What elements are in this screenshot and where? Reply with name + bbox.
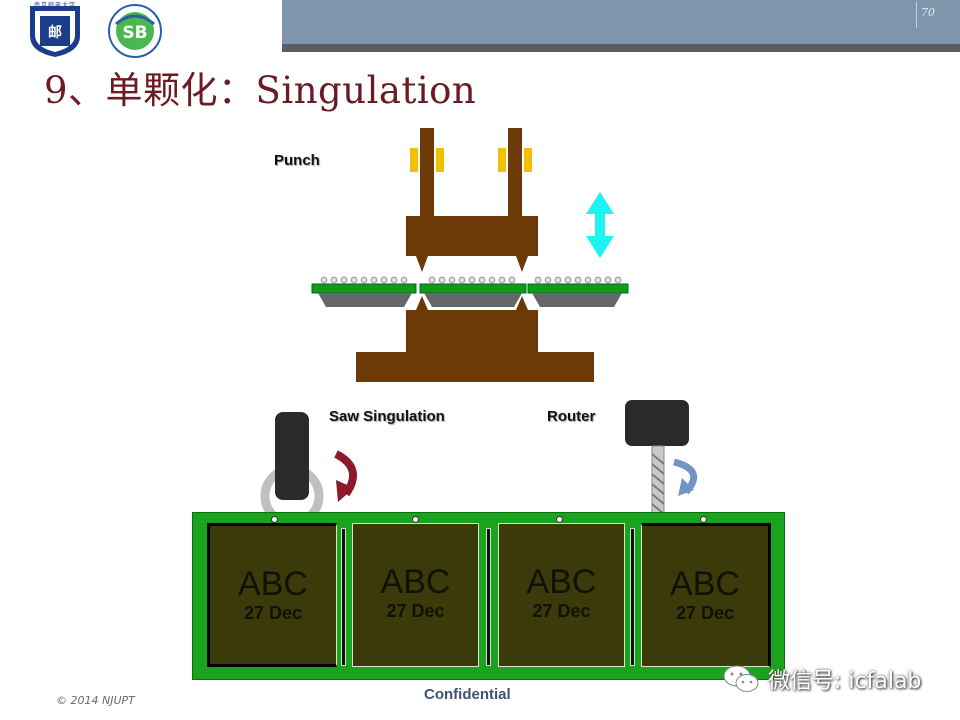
lower-die: [406, 296, 538, 352]
package-marking: ABC: [526, 563, 597, 601]
solder-balls: [320, 276, 622, 284]
alignment-hole: [412, 516, 419, 523]
slide-title: 9、单颗化：Singulation: [44, 69, 477, 112]
header-band: [282, 0, 960, 44]
svg-text:邮: 邮: [48, 24, 62, 41]
package-unit-3: ABC 27 Dec: [498, 523, 625, 667]
punch-label: Punch: [274, 152, 320, 169]
package-marking: ABC: [380, 563, 451, 601]
alignment-hole: [271, 516, 278, 523]
package-date-code: 27 Dec: [675, 603, 735, 623]
guide-left-a: [410, 148, 418, 172]
alignment-hole: [700, 516, 707, 523]
mold-right: [532, 293, 622, 307]
substrate-right: [527, 283, 629, 294]
package-date-code: 27 Dec: [532, 601, 591, 621]
wechat-watermark: 微信号: icfalab: [722, 660, 942, 698]
upper-punch-block: [406, 216, 538, 272]
router-label: Router: [547, 408, 596, 425]
header-shadow-bar: [282, 44, 960, 52]
wechat-icon: [723, 665, 759, 692]
wechat-id-text: 微信号: icfalab: [768, 669, 922, 694]
college-logo-letters: SB: [122, 23, 147, 43]
router-tool-icon: [625, 400, 698, 529]
substrate-center: [419, 283, 527, 294]
mold-center: [424, 293, 522, 307]
mold-left: [318, 293, 412, 307]
punch-rod-left: [420, 128, 434, 216]
saw-singulation-label: Saw Singulation: [329, 408, 445, 425]
saw-blade-icon: [260, 412, 358, 526]
punch-rod-right: [508, 128, 522, 216]
package-date-code: 27 Dec: [243, 603, 303, 623]
guide-left-b: [436, 148, 444, 172]
guide-right-a: [498, 148, 506, 172]
saw-kerf: [630, 528, 635, 666]
up-down-arrow-icon: [586, 192, 614, 258]
package-marking: ABC: [238, 565, 308, 603]
page-number-divider: [916, 2, 917, 28]
college-logo: SB: [108, 4, 162, 58]
copyright-footer: © 2014 NJUPT: [56, 694, 135, 707]
university-logo-text: 南京邮电大学: [33, 2, 76, 9]
confidential-footer: Confidential: [424, 686, 511, 703]
package-unit-2: ABC 27 Dec: [352, 523, 479, 667]
package-unit-4: ABC 27 Dec: [641, 523, 771, 667]
guide-right-b: [524, 148, 532, 172]
package-date-code: 27 Dec: [386, 601, 445, 621]
substrate-left: [311, 283, 417, 294]
saw-kerf: [486, 528, 491, 666]
punch-diagram: [311, 128, 629, 382]
page-number: 70: [921, 6, 935, 19]
alignment-hole: [556, 516, 563, 523]
university-logo: 邮: [30, 6, 80, 57]
package-marking: ABC: [670, 565, 740, 603]
substrate-strip: ABC 27 Dec ABC 27 Dec ABC 27 Dec ABC 27 …: [192, 512, 785, 680]
saw-kerf: [341, 528, 346, 666]
base-plate: [356, 352, 594, 382]
package-unit-1: ABC 27 Dec: [207, 523, 337, 667]
